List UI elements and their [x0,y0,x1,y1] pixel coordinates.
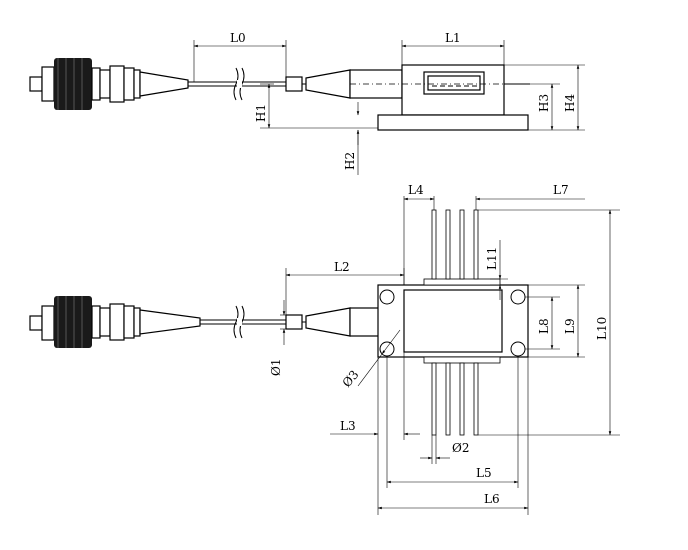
label-L9: L9 [563,318,577,334]
label-L10: L10 [595,317,609,340]
side-connector [29,58,189,110]
label-H3: H3 [537,94,551,112]
top-connector [29,296,201,348]
label-H4: H4 [563,94,577,112]
label-L5: L5 [476,466,492,480]
label-H2: H2 [343,152,357,170]
label-L0: L0 [230,31,246,45]
label-H1: H1 [254,104,268,122]
label-phi2: Ø2 [452,441,469,455]
label-L8: L8 [537,318,551,334]
label-phi1: Ø1 [269,359,283,376]
side-view-dimensions: L0 L1 H1 H2 H3 H4 [193,31,585,175]
top-view-dimensions: L4 L7 L10 L9 L8 L11 L2 Ø1 [269,183,620,515]
label-L7: L7 [553,183,569,197]
label-L4: L4 [408,183,424,197]
label-phi3: Ø3 [340,368,362,390]
label-L2: L2 [334,260,350,274]
label-L11: L11 [485,247,499,270]
label-L6: L6 [484,492,500,506]
side-view [29,58,530,131]
label-L3: L3 [340,419,356,433]
top-view [29,209,529,436]
label-L1: L1 [445,31,461,45]
